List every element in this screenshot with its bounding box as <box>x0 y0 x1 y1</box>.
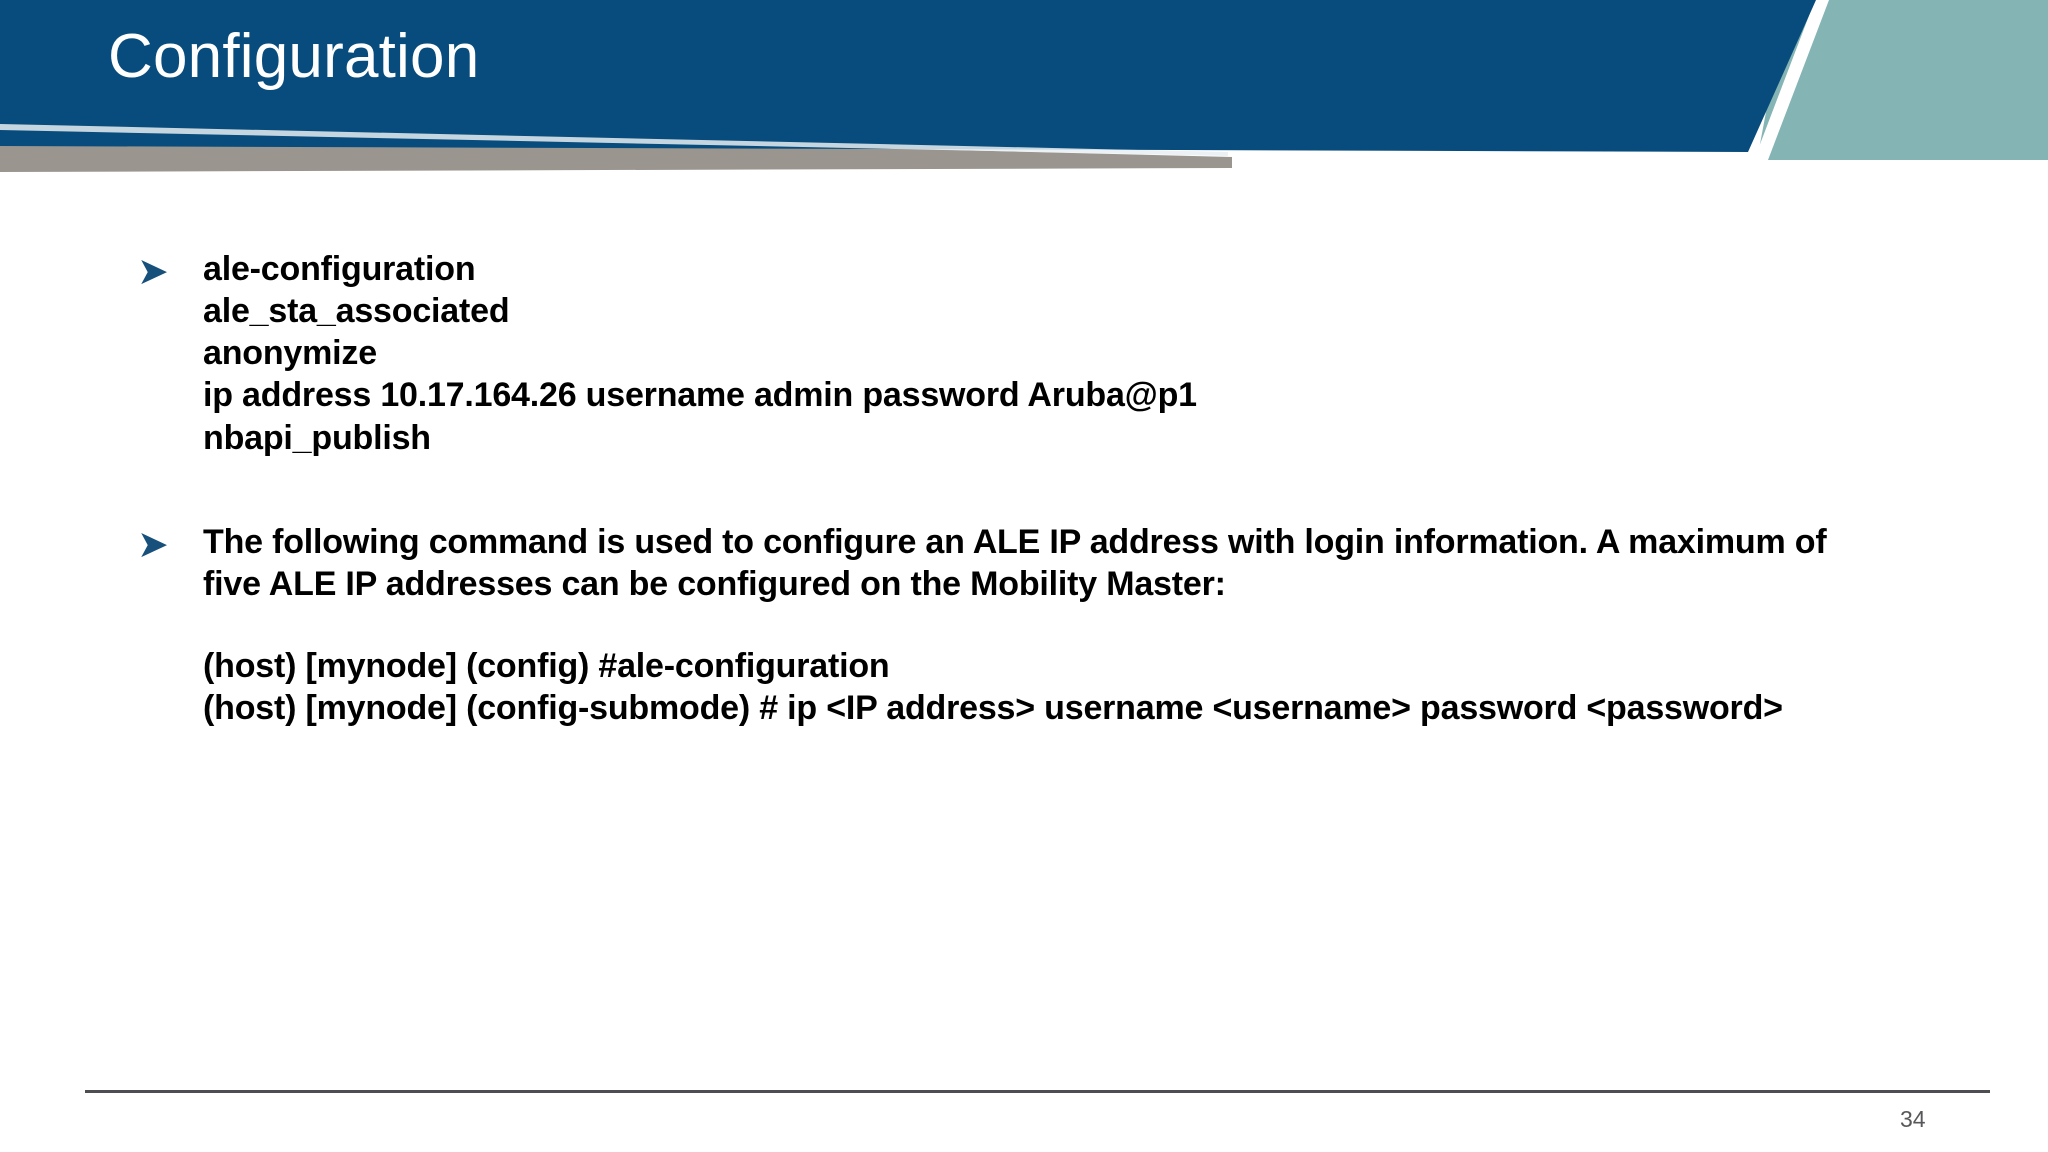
page-title: Configuration <box>108 22 480 91</box>
bullet-1-line-5: nbapi_publish <box>203 418 431 457</box>
bullet-arrow-icon: ➤ <box>137 521 169 566</box>
header-blue-shape <box>0 0 1816 152</box>
command-line-1: (host) [mynode] (config) #ale-configurat… <box>203 647 890 686</box>
bullet-1-line-3: anonymize <box>203 334 377 373</box>
spacer-1 <box>0 459 2048 521</box>
footer-divider <box>85 1090 1990 1093</box>
spacer-2 <box>0 605 2048 645</box>
bullet-1-line-2: ale_sta_associated <box>203 292 510 331</box>
header-decoration <box>0 0 2048 172</box>
command-block: (host) [mynode] (config) #ale-configurat… <box>0 645 1903 729</box>
bullet-1-lines: ale-configuration ale_sta_associated ano… <box>203 248 1883 459</box>
bullet-arrow-icon: ➤ <box>137 249 169 293</box>
bullet-2-paragraph: The following command is used to configu… <box>203 522 1827 603</box>
bullet-item-2: ➤ The following command is used to confi… <box>0 521 2048 605</box>
slide-content: ➤ ale-configuration ale_sta_associated a… <box>0 248 2048 729</box>
bullet-1-line-4: ip address 10.17.164.26 username admin p… <box>203 376 1197 415</box>
header-white-diagonal <box>1754 0 1829 160</box>
page-number: 34 <box>1900 1106 1926 1132</box>
command-line-2: (host) [mynode] (config-submode) # ip <I… <box>203 689 1783 728</box>
slide-header: Configuration <box>0 0 2048 200</box>
header-highlight-line <box>0 124 1228 156</box>
header-teal-shape <box>1757 0 2048 160</box>
bullet-item-1: ➤ ale-configuration ale_sta_associated a… <box>0 248 2048 459</box>
bullet-1-line-1: ale-configuration <box>203 250 476 288</box>
